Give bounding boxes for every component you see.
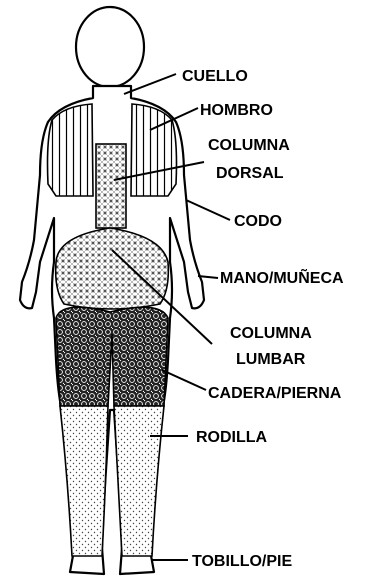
thoracic-spine-zone — [96, 144, 126, 228]
label-hip-leg: CADERA/PIERNA — [208, 385, 342, 402]
labels: CUELLO HOMBRO COLUMNA DORSAL CODO MANO/M… — [182, 68, 344, 570]
lumbar-spine-zone — [56, 228, 169, 309]
label-thoracic-line1: COLUMNA — [208, 137, 290, 154]
elbow-leader — [186, 200, 230, 220]
head — [76, 7, 144, 87]
shoulder-left-zone — [48, 104, 94, 196]
label-lumbar-line2: LUMBAR — [236, 351, 306, 368]
label-thoracic-line2: DORSAL — [216, 165, 284, 182]
label-elbow: CODO — [234, 213, 282, 230]
label-wrist: MANO/MUÑECA — [220, 267, 344, 287]
knee-right-zone — [114, 406, 164, 556]
hip-leader — [162, 370, 206, 390]
label-knee: RODILLA — [196, 429, 268, 446]
knee-left-zone — [60, 406, 108, 556]
label-lumbar-line1: COLUMNA — [230, 325, 312, 342]
label-neck: CUELLO — [182, 68, 248, 85]
label-shoulder: HOMBRO — [200, 102, 273, 119]
label-ankle: TOBILLO/PIE — [192, 553, 292, 570]
shoulder-right-zone — [131, 104, 177, 196]
